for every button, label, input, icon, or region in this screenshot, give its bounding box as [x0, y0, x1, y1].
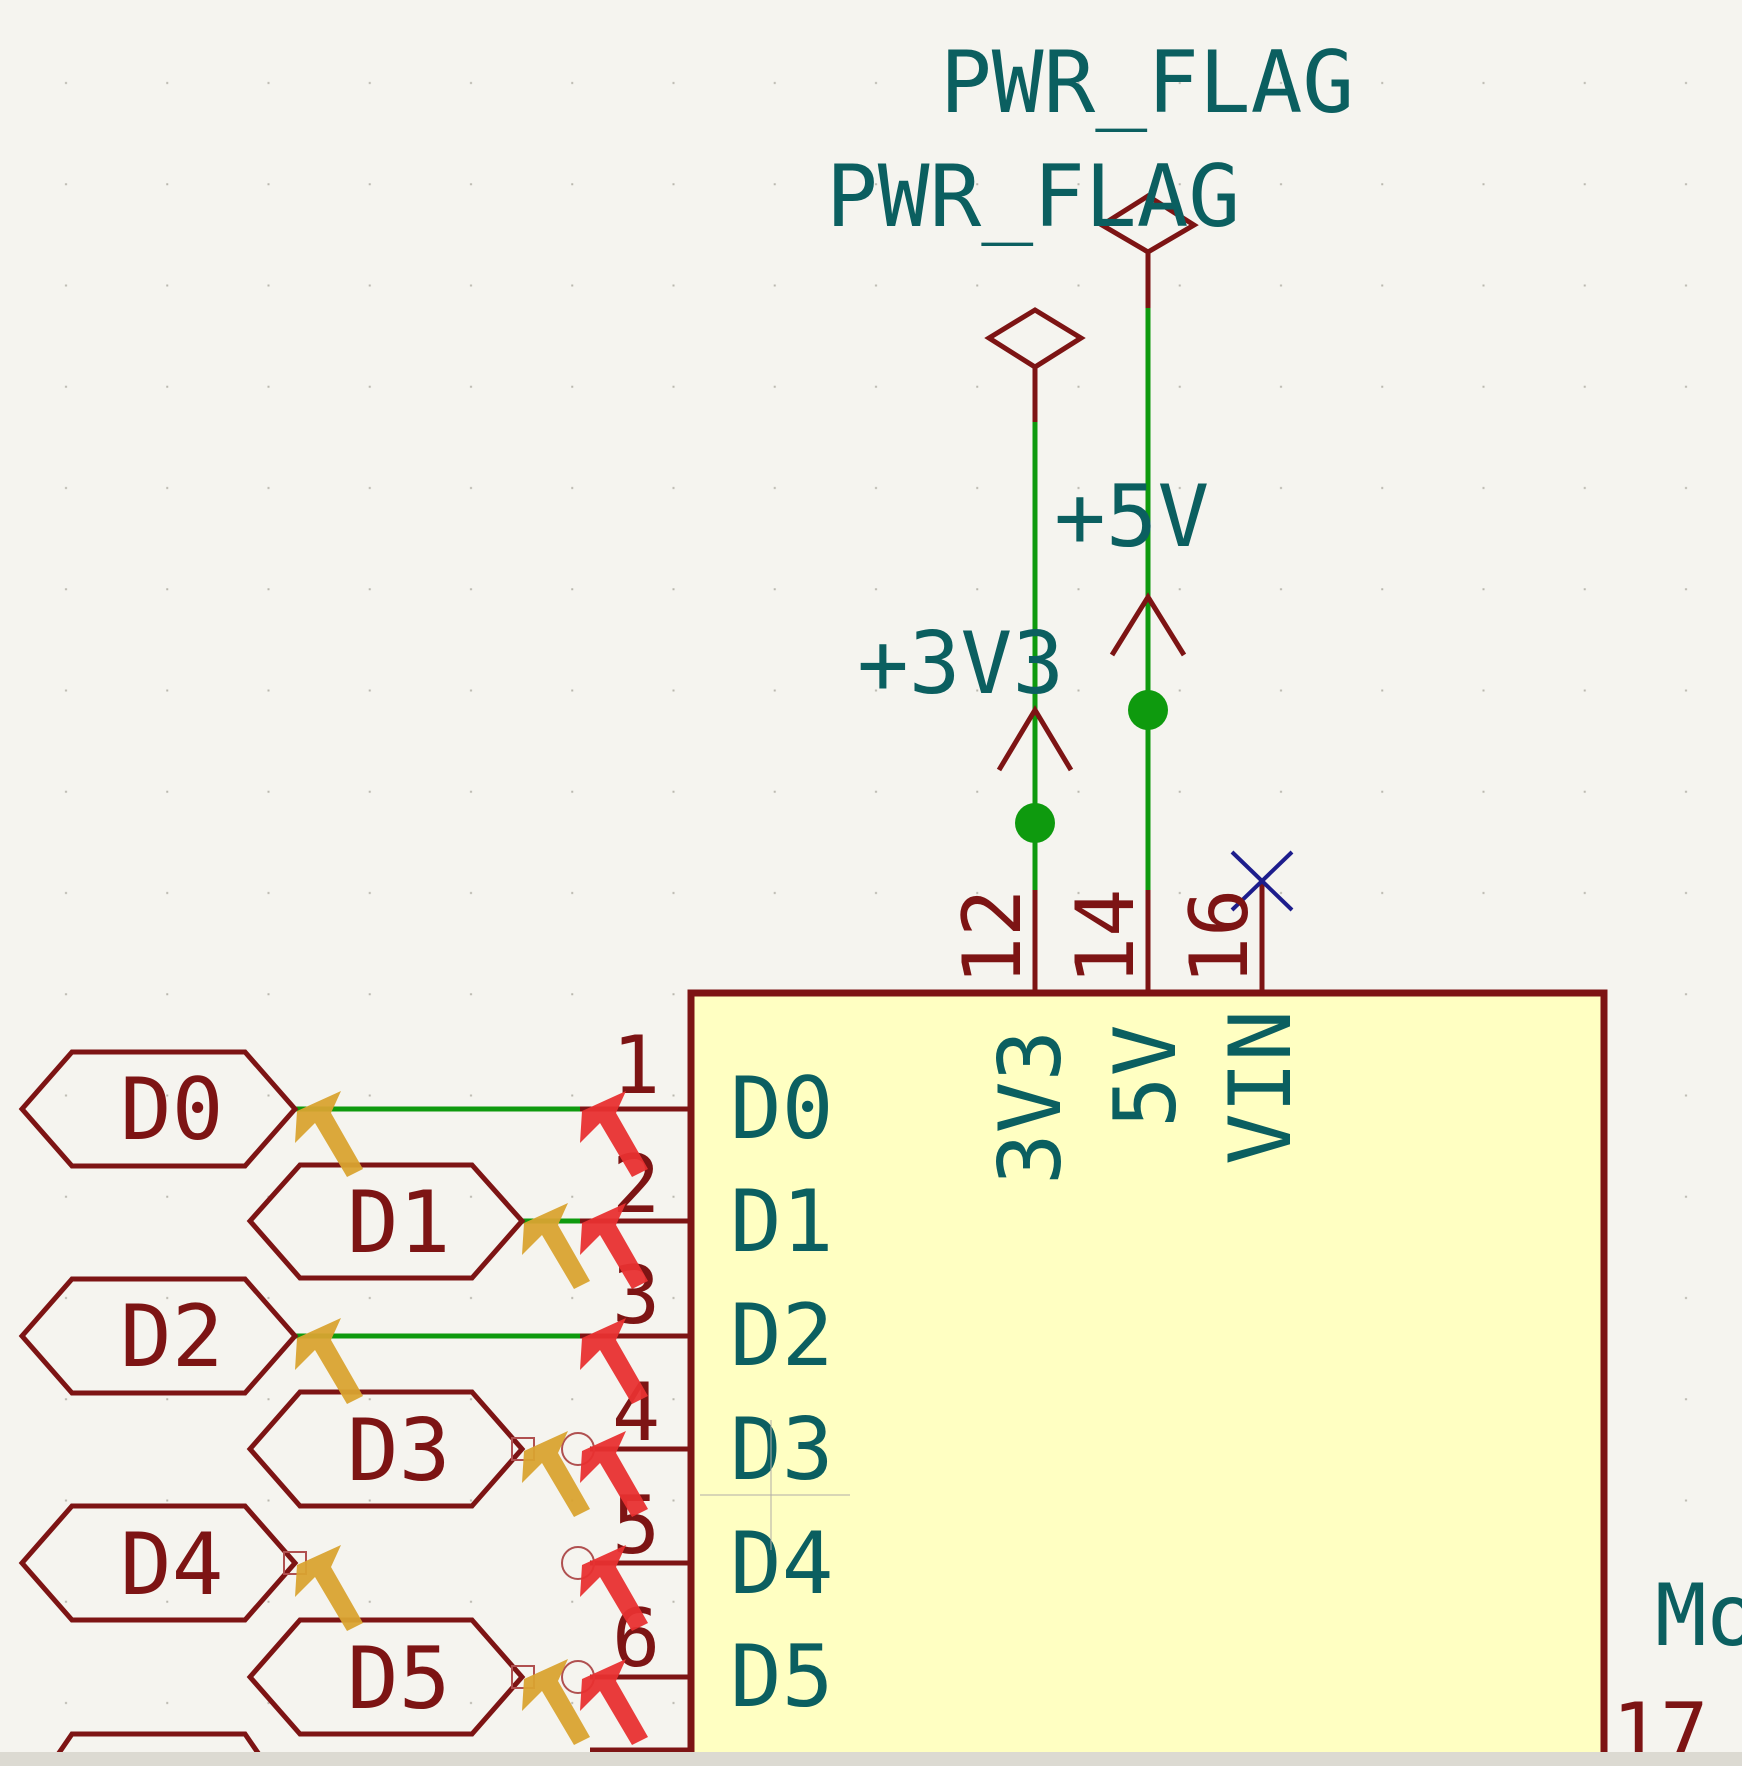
pwr-flag-label: PWR_FLAG: [940, 33, 1354, 133]
pin-name: D3: [730, 1400, 834, 1500]
no-connect-icon[interactable]: [1230, 850, 1294, 912]
pwr-flag-symbol-a[interactable]: [984, 307, 1086, 370]
pin-number: 16: [1173, 889, 1266, 985]
pin-name: 3V3: [981, 1030, 1081, 1185]
global-label-d2[interactable]: D2: [18, 1276, 299, 1396]
component-reference-partial: Mo: [1655, 1566, 1742, 1666]
pwr-flag-label: PWR_FLAG: [826, 147, 1240, 247]
global-label-text: D3: [347, 1401, 451, 1501]
global-label-d4[interactable]: D4: [18, 1503, 299, 1623]
pin-number: 14: [1059, 889, 1152, 985]
bottom-strip: [0, 1752, 1742, 1766]
global-label-text: D0: [120, 1060, 224, 1160]
global-label-text: D2: [120, 1287, 224, 1387]
pin-name: D2: [730, 1286, 834, 1386]
global-label-text: D1: [347, 1173, 451, 1273]
pin-name: D5: [730, 1627, 834, 1727]
crosshair-cursor: [700, 1420, 850, 1550]
power-net-label-5v: +5V: [1054, 467, 1209, 567]
power-net-label-3v3: +3V3: [857, 614, 1064, 714]
global-label-d5[interactable]: D5: [246, 1617, 526, 1737]
top-pin-stubs: [1032, 880, 1265, 993]
junction-dot: [1128, 690, 1168, 730]
pin-number: 12: [946, 889, 1039, 985]
global-label-text: D4: [120, 1515, 224, 1615]
power-flag-stubs: [1032, 252, 1151, 422]
power-arrow-5v[interactable]: [1109, 592, 1187, 657]
global-label-text: D5: [347, 1629, 451, 1729]
pin-name: 5V: [1096, 1024, 1196, 1128]
global-label-d3[interactable]: D3: [246, 1389, 526, 1509]
component-body[interactable]: [687, 989, 1608, 1766]
pin-name: VIN: [1211, 1010, 1311, 1165]
pin-name: D1: [730, 1172, 834, 1272]
junction-dot: [1015, 803, 1055, 843]
power-arrow-3v3[interactable]: [996, 705, 1074, 772]
global-label-partial[interactable]: [46, 1731, 271, 1766]
global-label-d0[interactable]: D0: [18, 1049, 299, 1169]
pwr-flag-symbol-b[interactable]: [1097, 193, 1199, 255]
pin-name: D0: [730, 1059, 834, 1159]
global-label-d1[interactable]: D1: [246, 1162, 526, 1281]
pin-name: D4: [730, 1514, 834, 1614]
